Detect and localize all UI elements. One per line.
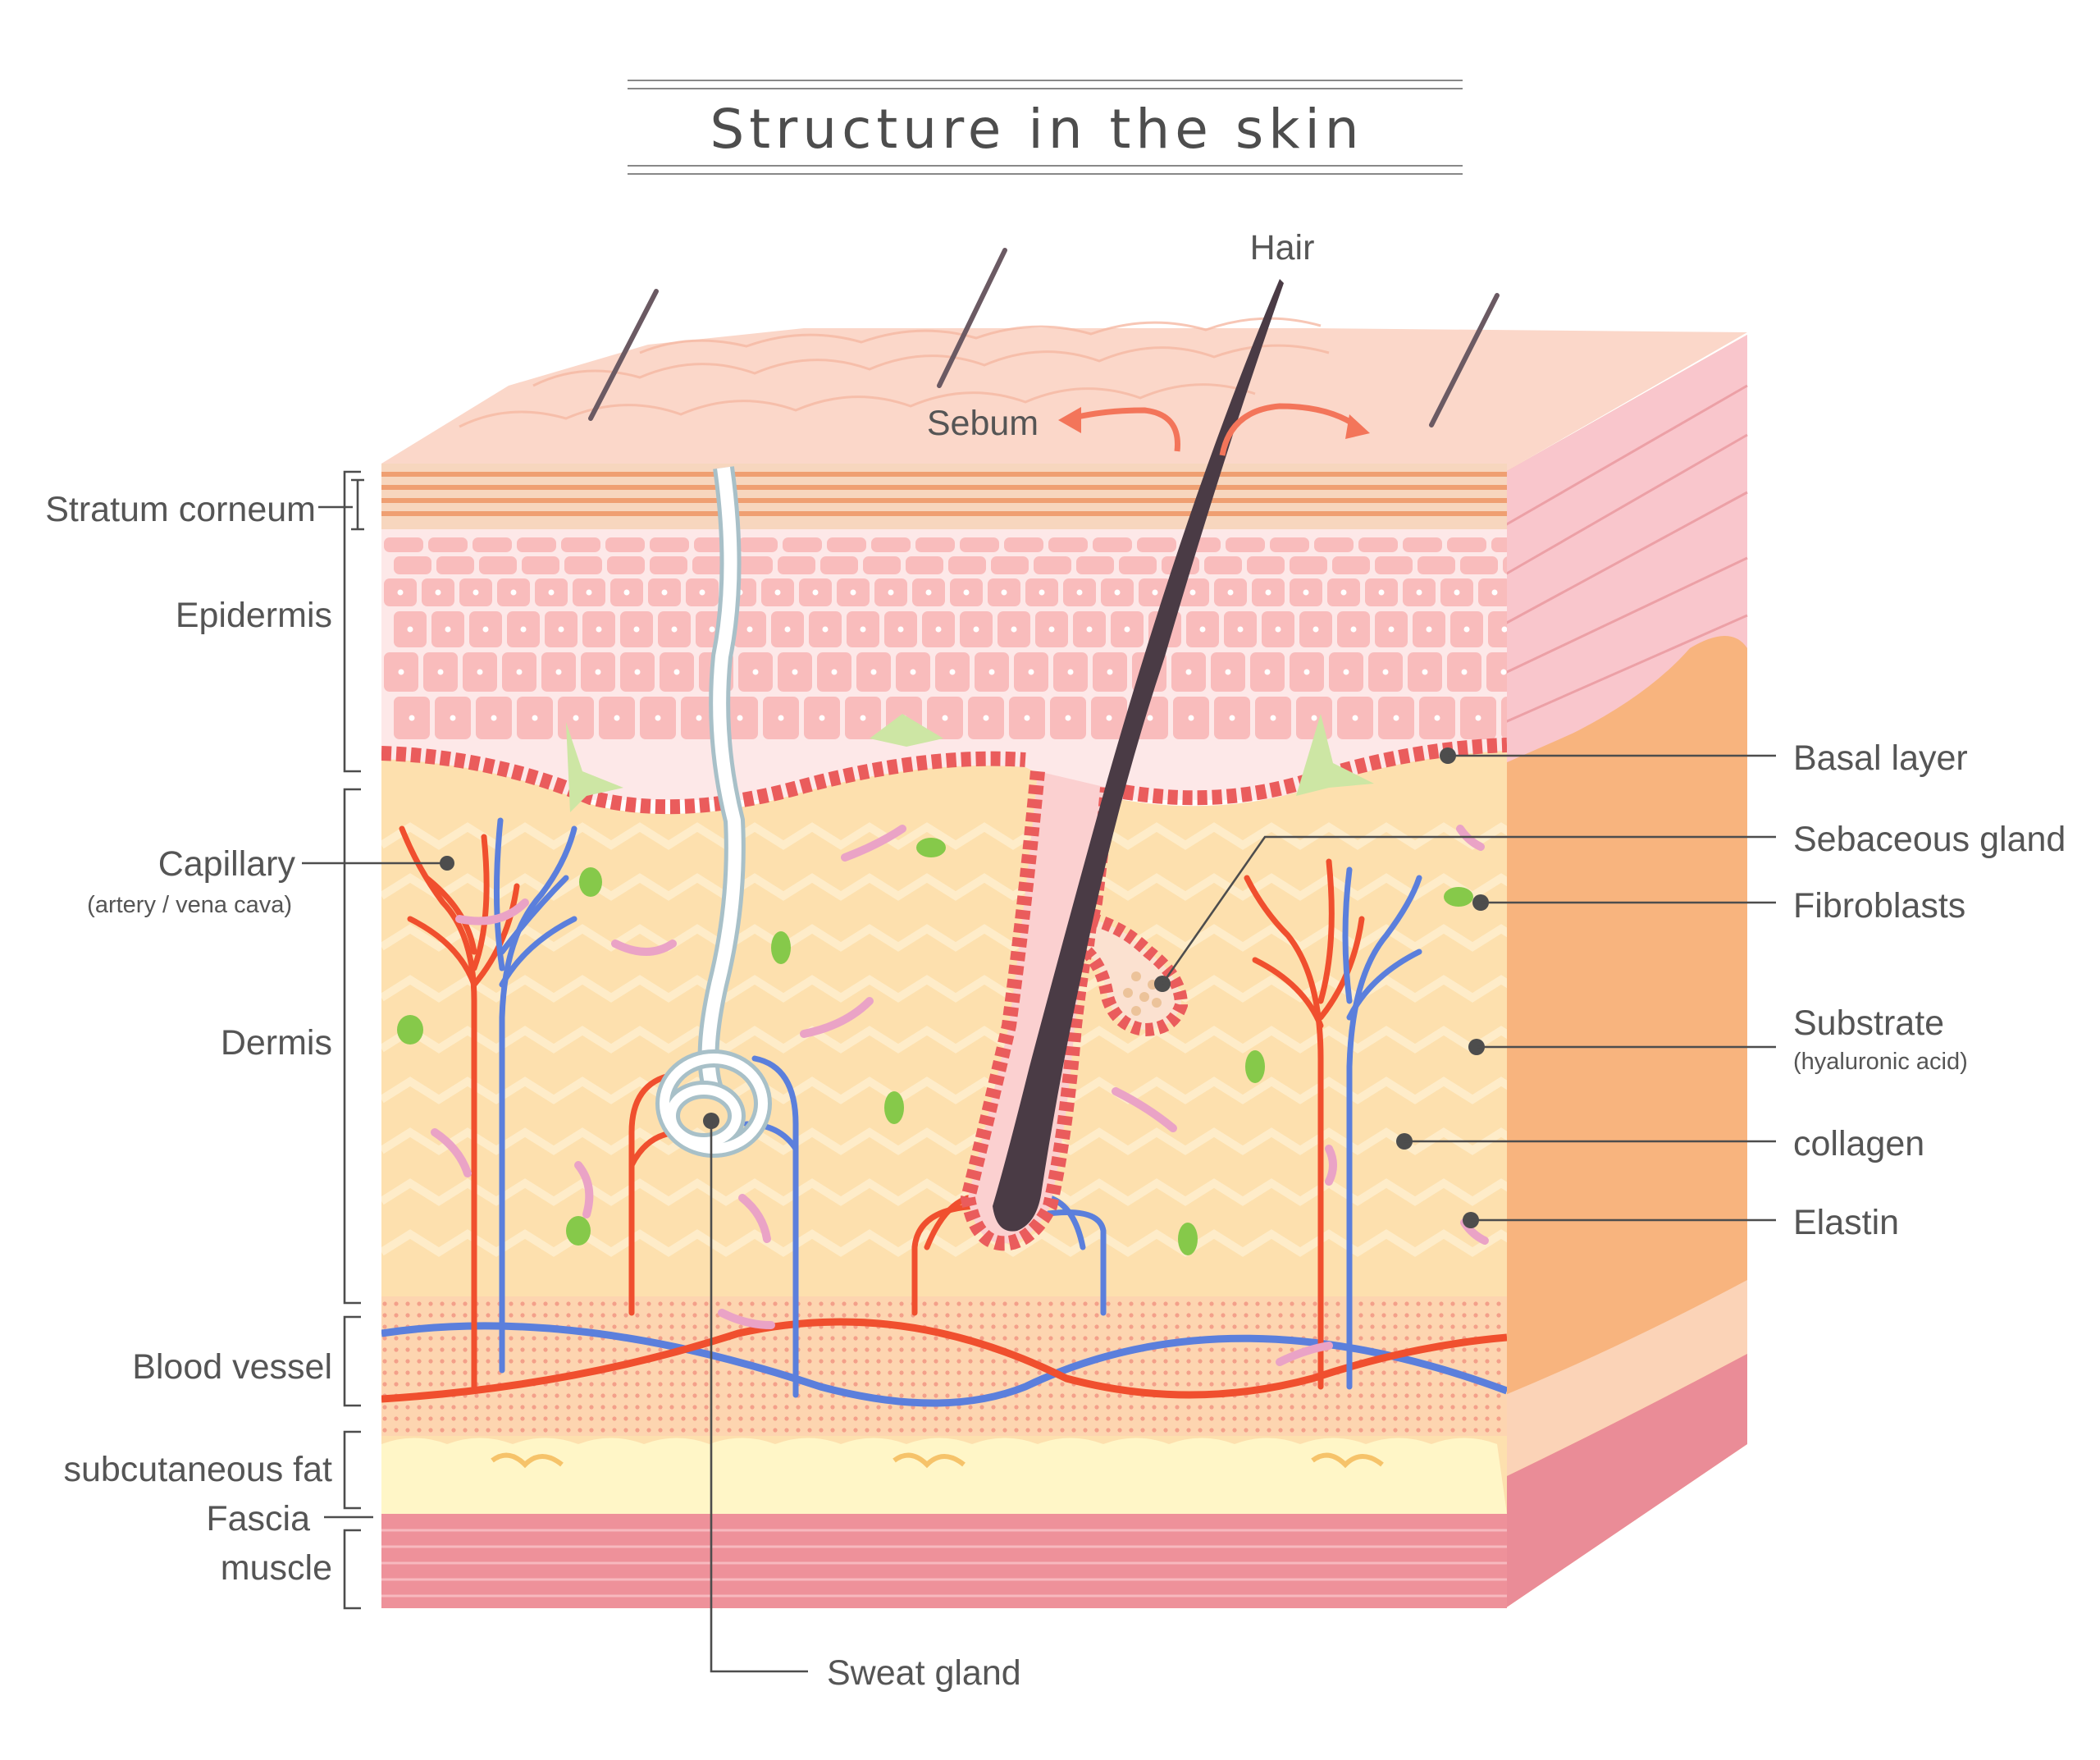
label-elastin: Elastin [1793,1203,1899,1242]
skin-surface [381,328,1747,472]
label-subcutaneous-fat: subcutaneous fat [63,1450,332,1489]
other-labels: Hair Sebum Sweat gland [703,228,1314,1693]
label-hair: Hair [1250,228,1315,267]
hair-shaft [993,279,1284,1232]
label-blood-vessel: Blood vessel [132,1347,332,1387]
epidermis-cells [384,537,1507,739]
surface-texture [459,317,1330,428]
label-capillary: Capillary [158,844,296,884]
label-sebaceous-gland: Sebaceous gland [1793,820,2066,859]
label-basal-layer: Basal layer [1793,738,1968,778]
vein-main [381,1322,1507,1407]
capillary-right [1244,858,1422,1390]
elastin-group [431,825,1489,1366]
label-sebum: Sebum [927,404,1039,443]
label-collagen: collagen [1793,1124,1924,1163]
label-substrate-sub: (hyaluronic acid) [1793,1049,1968,1075]
diagram-title: Structure in the skin [710,98,1363,161]
label-muscle: muscle [221,1548,332,1588]
fibroblasts-group [397,838,1473,1255]
label-capillary-sub: (artery / vena cava) [87,892,292,918]
subcutaneous-fat [381,1438,1507,1514]
fat-marks [491,1452,1384,1469]
muscle-lines [381,1529,1507,1598]
surface-hairs [588,248,1500,427]
label-sweat-gland: Sweat gland [827,1653,1021,1693]
sebum-arrows [1070,403,1360,456]
label-dermis: Dermis [221,1023,332,1063]
label-substrate: Substrate [1793,1003,1944,1043]
melanocytes [566,714,1374,812]
label-fascia: Fascia [206,1499,310,1538]
capillary-left [399,817,578,1390]
label-stratum-corneum: Stratum corneum [45,490,316,529]
left-labels: Stratum corneum Epidermis Capillary (art… [45,470,454,1610]
title-block: Structure in the skin [628,80,1463,175]
label-epidermis: Epidermis [176,596,332,635]
stratum-corneum-lines [381,472,1507,516]
skin-block [381,248,1748,1608]
right-labels: Basal layer Sebaceous gland Fibroblasts … [1154,738,2066,1242]
basal-layer [381,746,1026,815]
label-fibroblasts: Fibroblasts [1793,886,1965,926]
